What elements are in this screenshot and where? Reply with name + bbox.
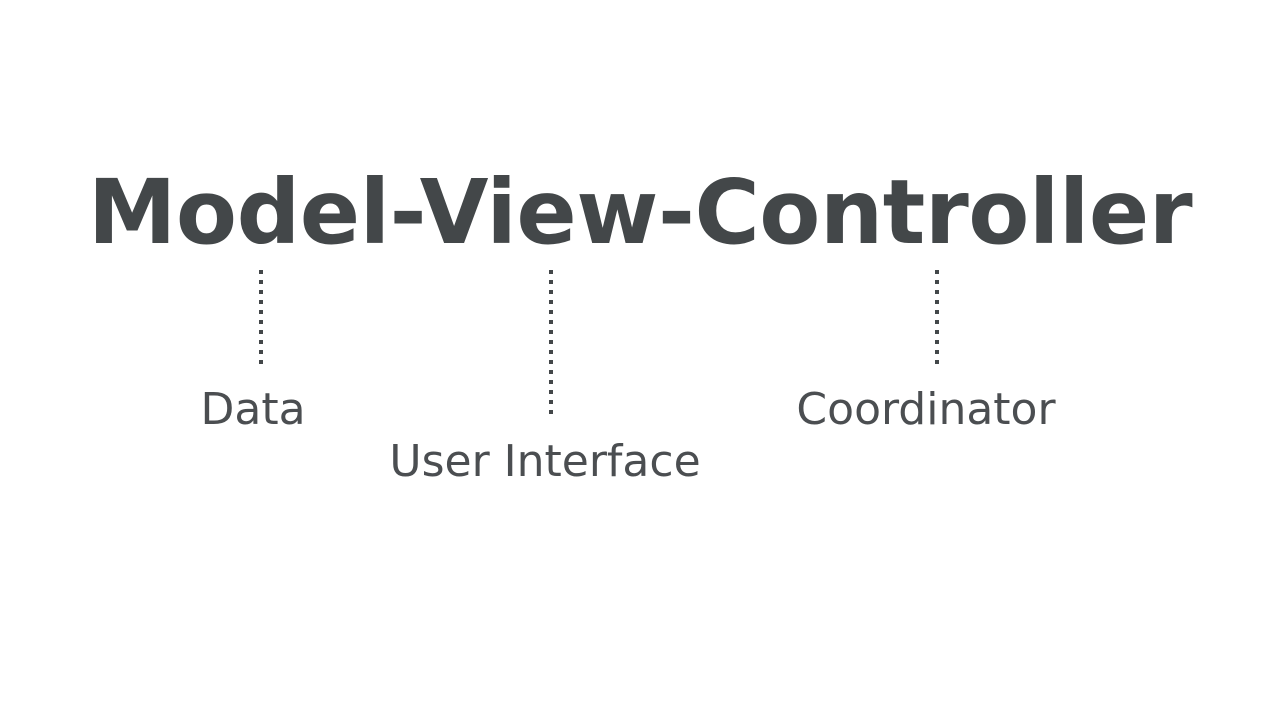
connector-line-view-to-user-interface xyxy=(549,270,553,416)
callout-label-coordinator: Coordinator xyxy=(796,384,1056,435)
page-title: Model-View-Controller xyxy=(87,160,1193,264)
callout-label-data: Data xyxy=(200,384,306,435)
callout-label-user-interface: User Interface xyxy=(389,436,701,487)
connector-line-model-to-data xyxy=(259,270,263,364)
connector-line-controller-to-coordinator xyxy=(935,270,939,364)
